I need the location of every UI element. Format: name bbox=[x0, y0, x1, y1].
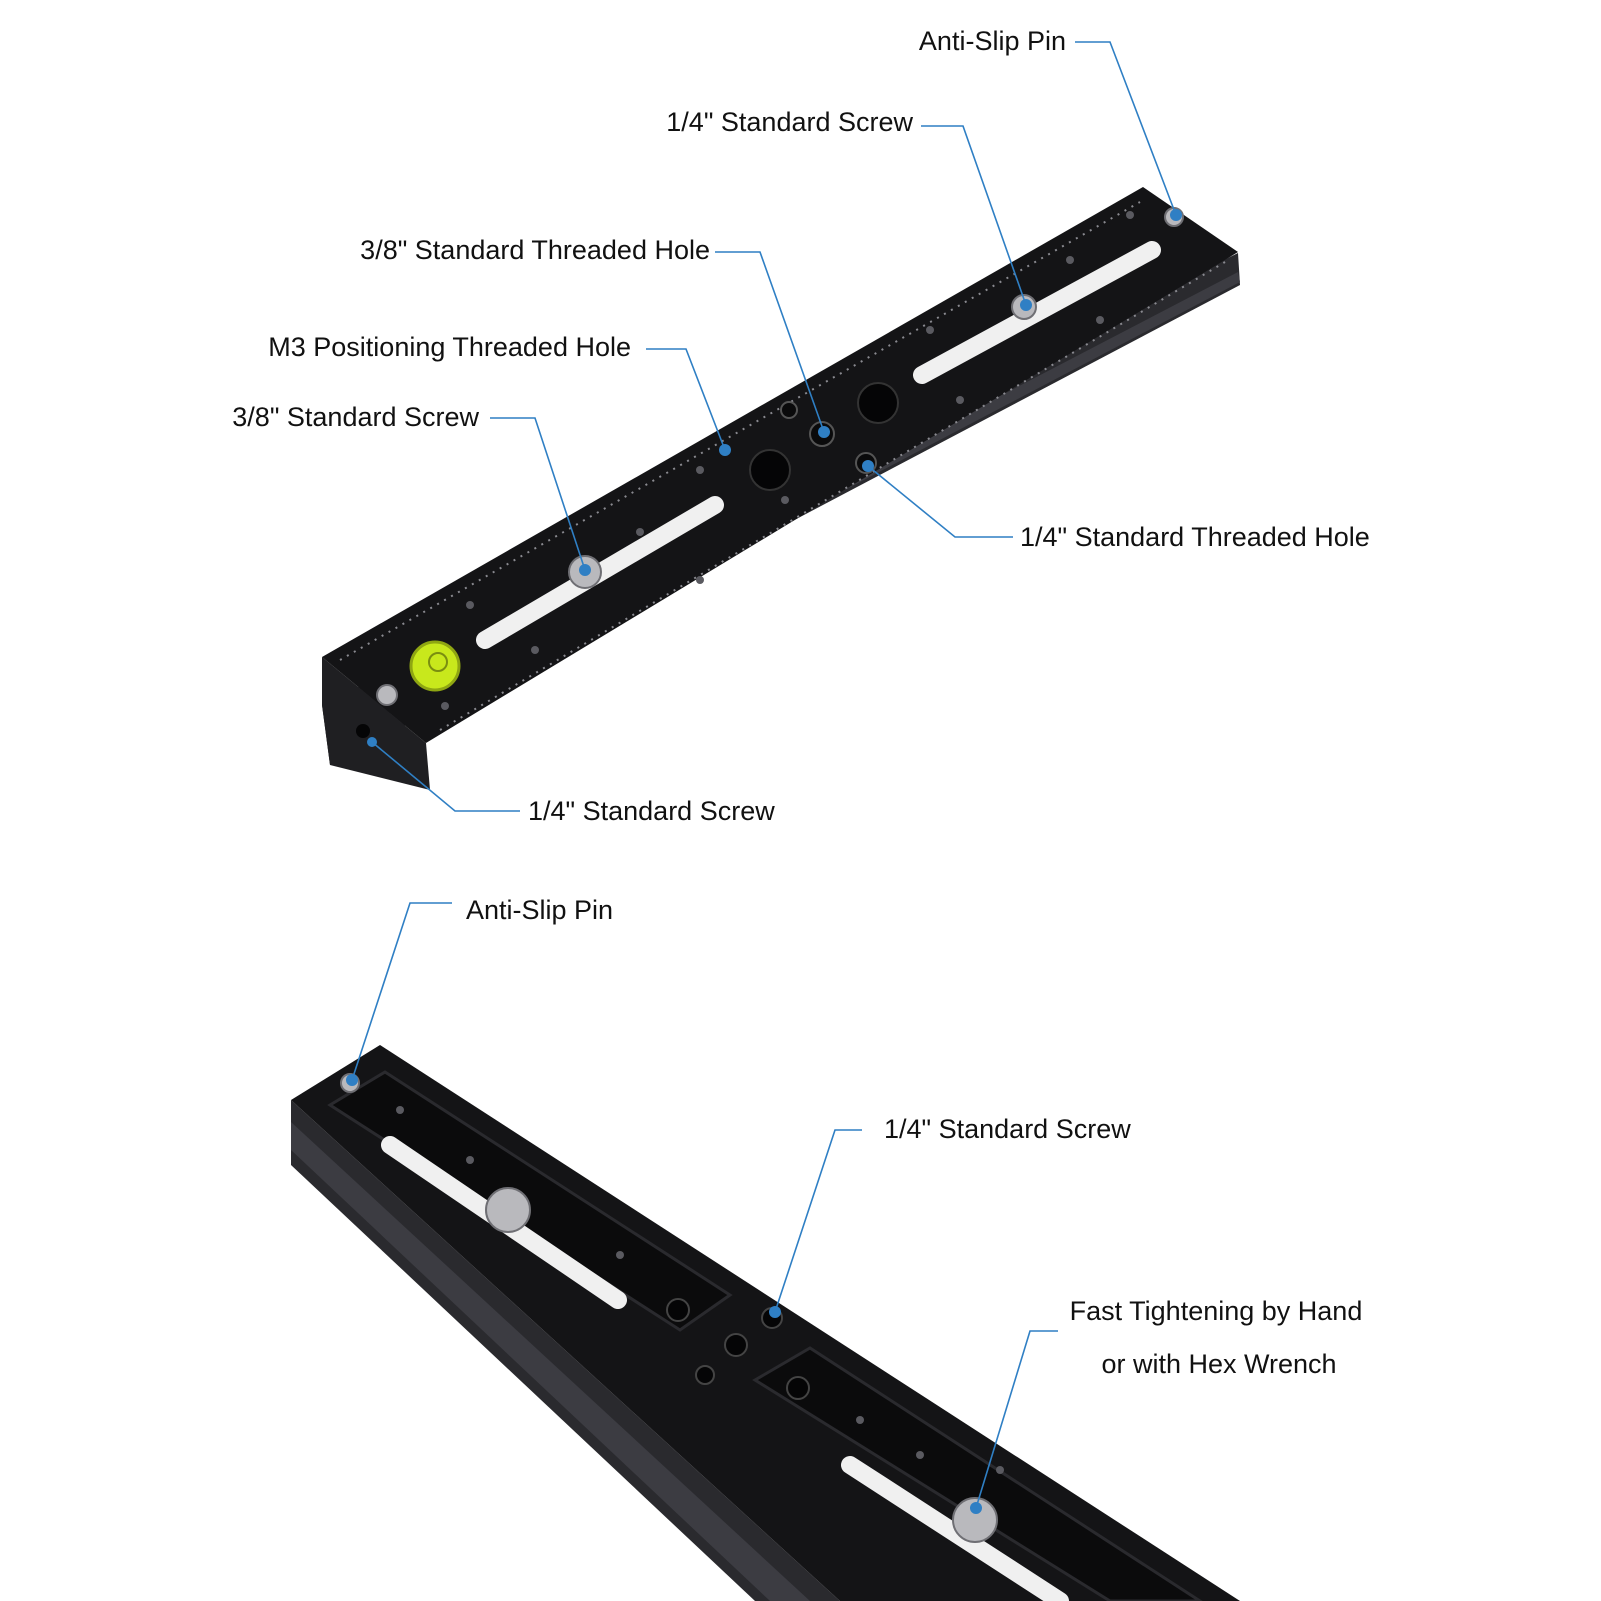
leader-quarter-screw-top bbox=[921, 125, 1027, 306]
leader-quarter-screw-bottom bbox=[774, 1129, 862, 1313]
ruler-edge-lower bbox=[439, 261, 1226, 731]
label-anti-slip-pin-bottom: Anti-Slip Pin bbox=[466, 895, 613, 925]
label-fast-tightening-line1: Fast Tightening by Hand bbox=[1070, 1296, 1363, 1326]
label-quarter-screw-bottom: 1/4" Standard Screw bbox=[884, 1114, 1131, 1144]
large-hole bbox=[749, 449, 791, 491]
label-quarter-screw-top: 1/4" Standard Screw bbox=[666, 107, 913, 137]
label-m3-hole: M3 Positioning Threaded Hole bbox=[268, 332, 631, 362]
top-plate bbox=[322, 187, 1240, 790]
label-quarter-screw-side: 1/4" Standard Screw bbox=[528, 796, 775, 826]
pin-front bbox=[376, 684, 398, 706]
surface-dots bbox=[441, 211, 1134, 710]
ruler-edge bbox=[339, 201, 1141, 661]
bottom-dots bbox=[396, 1106, 1004, 1474]
label-fast-tightening-line2: or with Hex Wrench bbox=[1101, 1349, 1336, 1379]
leader-anti-slip-pin-bottom bbox=[351, 902, 452, 1081]
bottom-plate-rail bbox=[291, 1122, 810, 1601]
bottom-slot-right bbox=[841, 1456, 1069, 1601]
label-threeeighths-threaded-hole: 3/8" Standard Threaded Hole bbox=[360, 235, 710, 265]
leader-m3-hole bbox=[646, 348, 726, 451]
top-plate-end bbox=[322, 657, 430, 790]
bubble-level bbox=[409, 640, 461, 692]
leader-quarter-threaded-hole bbox=[867, 465, 1013, 538]
bottom-plate bbox=[291, 1045, 1240, 1601]
label-quarter-threaded-hole: 1/4" Standard Threaded Hole bbox=[1020, 522, 1370, 552]
leader-dots bbox=[346, 209, 1182, 1514]
leader-fast-tightening bbox=[975, 1330, 1058, 1509]
large-hole bbox=[857, 382, 899, 424]
threaded-hole bbox=[780, 401, 798, 419]
leader-quarter-screw-side bbox=[371, 741, 520, 812]
leader-threeeighths-screw bbox=[490, 417, 586, 571]
bottom-screw-right bbox=[952, 1497, 998, 1543]
leader-anti-slip-pin-top bbox=[1075, 41, 1177, 216]
leader-threeeighths-threaded-hole bbox=[715, 251, 825, 433]
label-threeeighths-screw: 3/8" Standard Screw bbox=[232, 402, 479, 432]
bottom-screw-left bbox=[485, 1187, 531, 1233]
side-screw-hole bbox=[356, 724, 370, 738]
label-anti-slip-pin-top: Anti-Slip Pin bbox=[919, 26, 1066, 56]
leader-lines bbox=[351, 41, 1177, 1509]
slot-right bbox=[913, 241, 1161, 384]
bottom-holes bbox=[666, 1298, 810, 1400]
bubble-level-inner bbox=[428, 652, 448, 672]
